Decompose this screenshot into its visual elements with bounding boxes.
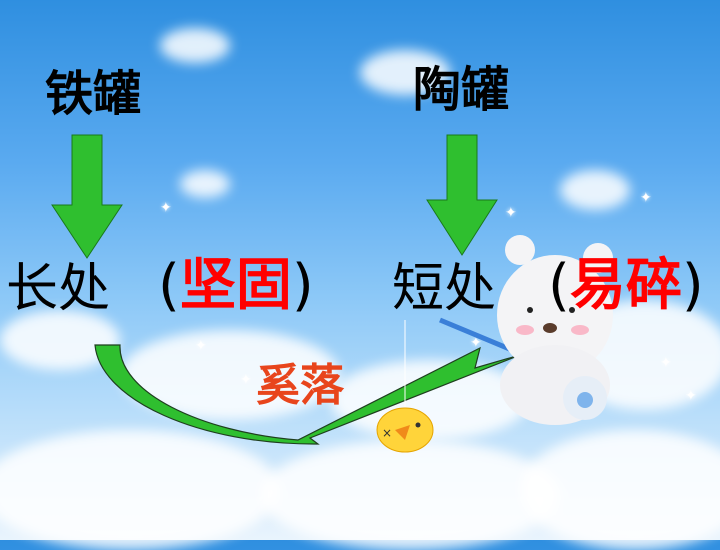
- sparkle-icon: ✦: [660, 355, 672, 371]
- sparkle-icon: ✦: [505, 205, 517, 221]
- chick-illustration: ×: [376, 407, 434, 453]
- sparkle-icon: ✦: [195, 338, 207, 354]
- paren-open: (: [548, 253, 570, 318]
- cloud: [0, 430, 280, 550]
- sparkle-icon: ✦: [640, 190, 652, 206]
- mock-relation-label: 奚落: [256, 360, 344, 411]
- iron-trait-text: 坚固: [179, 253, 292, 318]
- cloud: [520, 430, 720, 550]
- paren-open: (: [158, 253, 180, 318]
- paren-close: ): [681, 253, 704, 318]
- mock-curve-arrow: [94, 344, 521, 445]
- down-arrow-left: [51, 134, 123, 259]
- clay-trait-text: 易碎: [569, 253, 682, 318]
- sparkle-icon: ✦: [160, 200, 172, 216]
- bear-illustration: [404, 235, 613, 425]
- cloud: [260, 440, 560, 550]
- paren-close: ): [291, 253, 314, 318]
- svg-text:×: ×: [382, 426, 392, 440]
- down-arrow-right: [426, 134, 498, 256]
- clay-weakness-label: 短处: [392, 259, 497, 319]
- sparkle-icon: ✦: [685, 388, 697, 404]
- sparkle-icon: ✦: [470, 335, 482, 351]
- iron-pot-title: 铁罐: [45, 66, 142, 122]
- iron-trait: (坚固): [158, 258, 314, 314]
- clay-pot-title: 陶罐: [413, 62, 510, 118]
- cloud: [360, 50, 450, 95]
- cloud: [560, 170, 630, 210]
- cloud: [180, 170, 230, 198]
- sparkle-icon: ✦: [240, 372, 252, 388]
- iron-strength-label: 长处: [6, 259, 111, 319]
- cloud: [160, 28, 230, 63]
- clay-trait: (易碎): [548, 258, 704, 314]
